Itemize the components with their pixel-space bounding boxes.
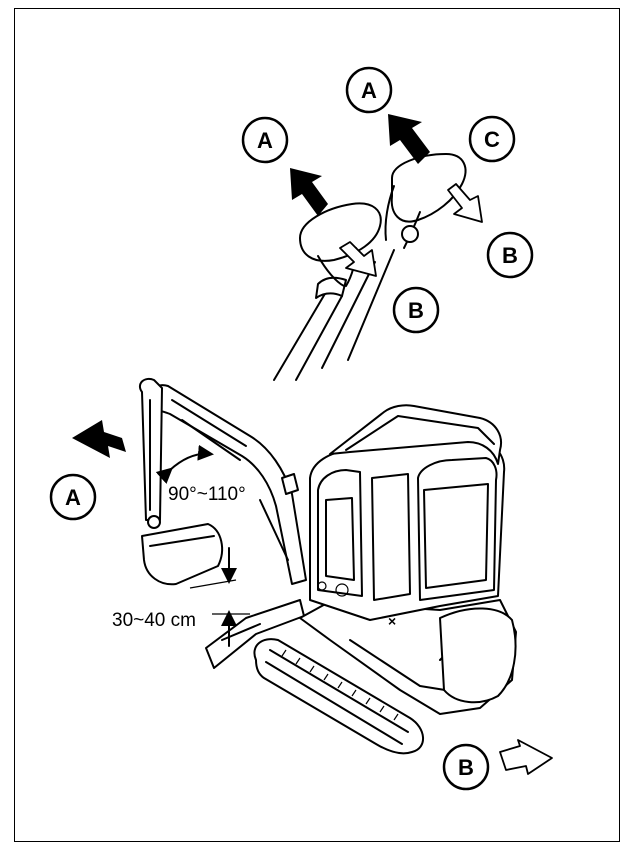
callout-a-left: A (241, 116, 289, 164)
svg-text:×: × (388, 613, 396, 629)
callout-b-bottom: B (442, 743, 490, 791)
callout-c-label: C (484, 127, 500, 152)
callout-c: C (468, 115, 516, 163)
arrow-b-excavator (499, 739, 553, 775)
height-label: 30~40 cm (112, 610, 196, 631)
callout-b-middle: B (392, 286, 440, 334)
arrow-b-left-lever (339, 241, 377, 277)
height-dimension (189, 547, 250, 647)
callout-b-middle-label: B (408, 298, 424, 323)
callout-a-top: A (345, 66, 393, 114)
callout-a-excavator: A (49, 473, 97, 521)
callout-a-top-label: A (361, 78, 377, 103)
callout-b-right-label: B (502, 243, 518, 268)
angle-label: 90°~110° (168, 484, 246, 505)
arrow-a-excavator (72, 420, 126, 458)
angle-arc (155, 444, 214, 484)
callout-a-excavator-label: A (65, 485, 81, 510)
callout-b-bottom-label: B (458, 755, 474, 780)
joystick-illustration (273, 153, 467, 381)
diagram-frame (14, 8, 620, 842)
arrow-b-right-lever (447, 183, 483, 223)
excavator-illustration: × (138, 378, 517, 755)
callout-a-left-label: A (257, 128, 273, 153)
callout-b-right: B (486, 231, 534, 279)
arrow-a-left-lever (290, 168, 328, 216)
arrow-a-right-lever (388, 114, 430, 164)
